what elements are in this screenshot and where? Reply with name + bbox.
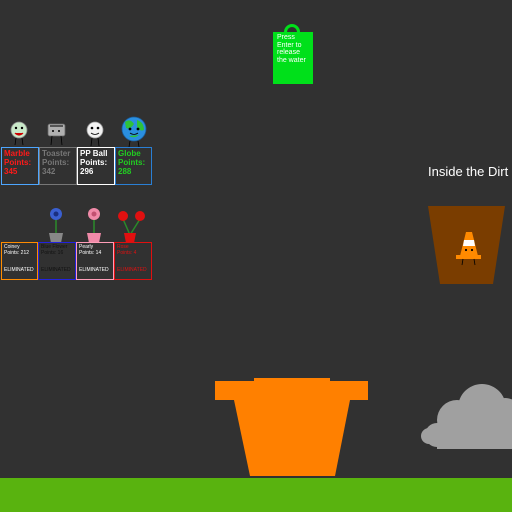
points-label: Points: [80,158,108,167]
eliminated-card-rose: Rose Points: 4 ELIMINATED [114,242,152,280]
contestant-name: Blue Flower [41,244,68,250]
contestant-name: Rose [117,244,129,250]
contestant-card-toaster: Toaster Points: 342 [39,147,77,185]
water-bag-handle [284,24,300,34]
contestant-name: Marble [4,149,30,158]
dirt-pot [428,206,505,284]
dirt-label: Inside the Dirt [428,164,509,179]
water-bag-instruction: Press Enter to release the water [277,34,306,64]
rain-cloud[interactable] [417,380,512,455]
points-label: Points: [42,158,70,167]
marble-character [10,121,28,146]
points-text: Points: 16 [41,250,64,256]
blue-flower-character [49,208,63,243]
pp-ball-character [86,121,104,147]
globe-character [121,116,147,148]
contestant-name: Globe [118,149,141,158]
contestant-name: Coiney [4,244,20,250]
points-value: 342 [42,167,56,176]
toaster-character [47,123,66,146]
eliminated-card-blue-flower: Blue Flower Points: 16 ELIMINATED [38,242,76,280]
water-bag[interactable]: Press Enter to release the water [273,32,313,84]
contestant-name: PP Ball [80,149,108,158]
eliminated-card-coiney: Coiney Points: 212 ELIMINATED [1,242,38,280]
contestant-card-marble: Marble Points: 345 [1,147,39,185]
traffic-cone-character [456,232,481,266]
contestant-name: Toaster [42,149,71,158]
eliminated-status: ELIMINATED [4,267,34,273]
points-value: 288 [118,167,132,176]
eliminated-status: ELIMINATED [117,267,147,273]
contestant-card-pp-ball: PP Ball Points: 296 [77,147,115,185]
eliminated-status: ELIMINATED [79,267,109,273]
points-label: Points: [118,158,146,167]
big-flower-pot [215,378,368,476]
points-value: 296 [80,167,94,176]
points-label: Points: [4,158,32,167]
rose-flower-character [118,211,145,243]
eliminated-card-pearly: Pearly Points: 14 ELIMINATED [76,242,114,280]
points-text: Points: 14 [79,250,102,256]
points-text: Points: 4 [117,250,137,256]
eliminated-flowers [49,208,145,243]
points-text: Points: 212 [4,250,30,256]
contestant-name: Pearly [79,244,94,250]
points-value: 345 [4,167,18,176]
contestant-characters [10,116,147,148]
contestant-card-globe: Globe Points: 288 [115,147,152,185]
ground [0,478,512,512]
eliminated-status: ELIMINATED [41,267,71,273]
pearly-flower-character [87,208,101,243]
